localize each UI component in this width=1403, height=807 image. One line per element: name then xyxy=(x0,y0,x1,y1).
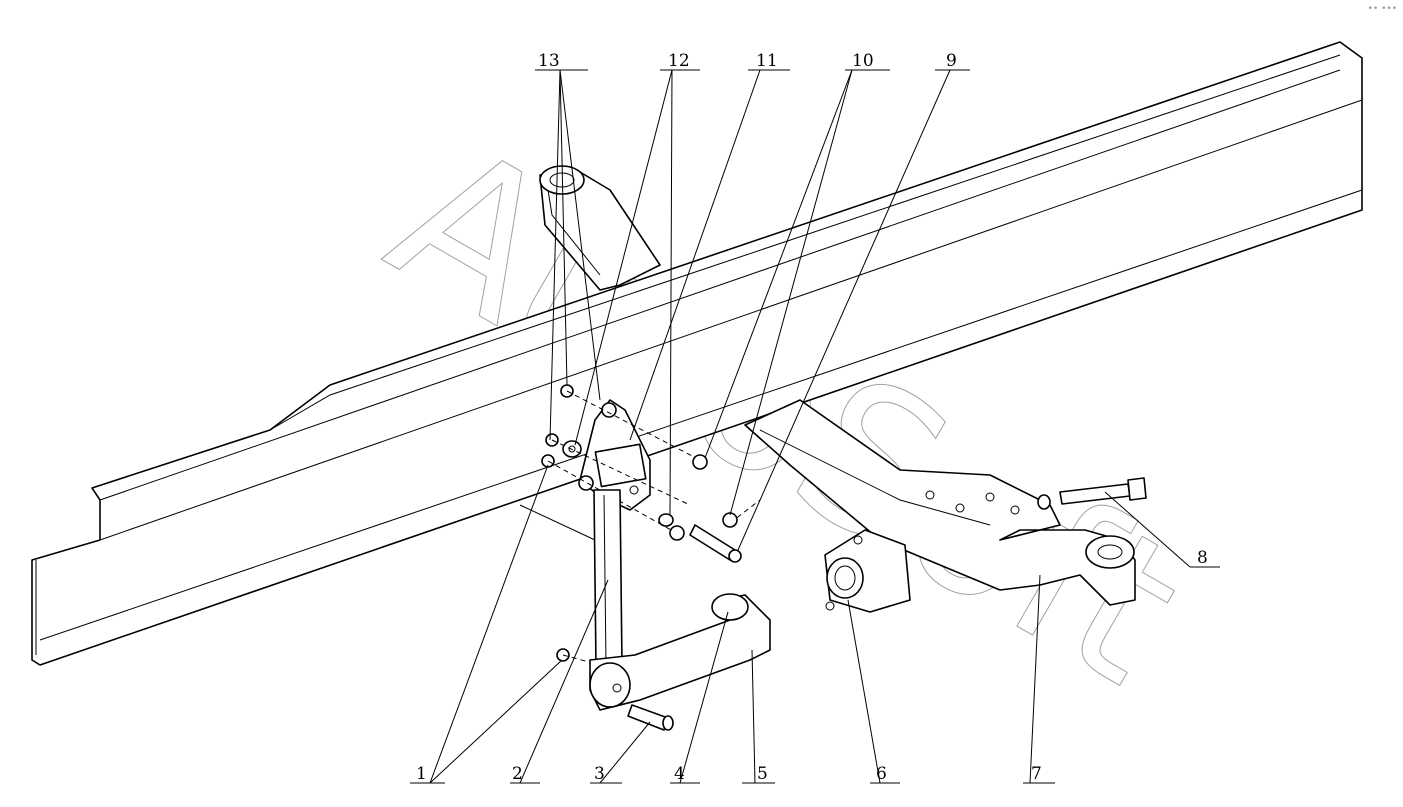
callout-6: 6 xyxy=(876,764,887,784)
bolts-middle xyxy=(658,454,742,563)
callout-7: 7 xyxy=(1031,764,1042,784)
callout-11: 11 xyxy=(756,51,778,71)
stabilizer-bar xyxy=(519,504,771,711)
nuts-left xyxy=(541,384,582,662)
callout-2: 2 xyxy=(512,764,523,784)
corner-mark: •• ••• xyxy=(1367,4,1397,14)
callout-8: 8 xyxy=(1197,548,1208,568)
axle-beam xyxy=(744,399,1136,606)
frame-rail xyxy=(31,41,1363,666)
callout-5: 5 xyxy=(757,764,768,784)
callout-labels: 13 12 11 10 9 8 1 2 3 4 5 6 7 xyxy=(416,51,1208,784)
callout-9: 9 xyxy=(946,51,957,71)
bracket-6 xyxy=(824,529,911,613)
callout-4: 4 xyxy=(674,764,685,784)
callout-3: 3 xyxy=(594,764,605,784)
callout-10: 10 xyxy=(852,51,874,71)
leader-lines xyxy=(410,69,1220,784)
bolt-8 xyxy=(1037,477,1147,510)
callout-12: 12 xyxy=(668,51,690,71)
bolt-3 xyxy=(627,704,674,731)
callout-1: 1 xyxy=(416,764,427,784)
middle-bracket xyxy=(578,399,651,511)
callout-13: 13 xyxy=(538,51,560,71)
link-rod xyxy=(593,489,623,669)
